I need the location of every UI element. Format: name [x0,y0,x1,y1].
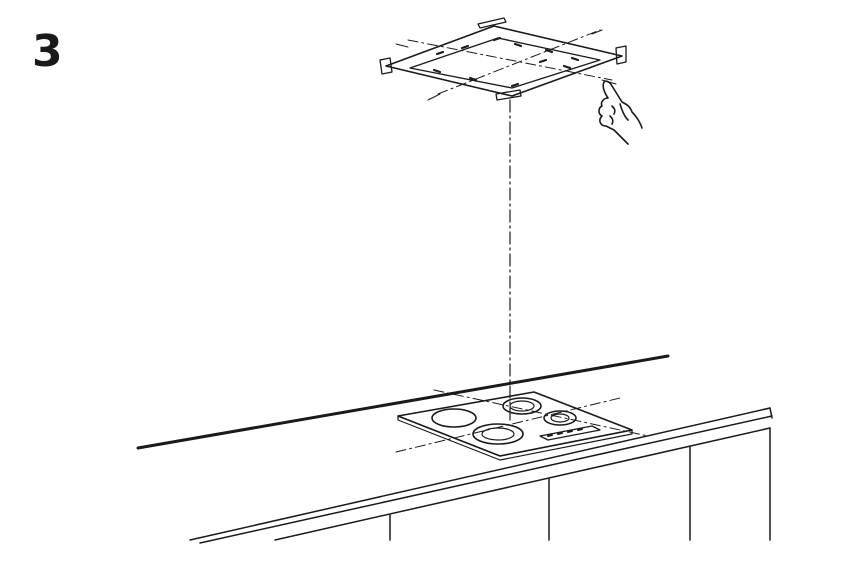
step-number: 3 [32,26,63,77]
pointing-hand-icon [598,80,643,145]
mounting-template-icon [379,17,627,101]
kitchen-counter-icon [136,354,773,544]
cooktop-icon [395,389,649,461]
